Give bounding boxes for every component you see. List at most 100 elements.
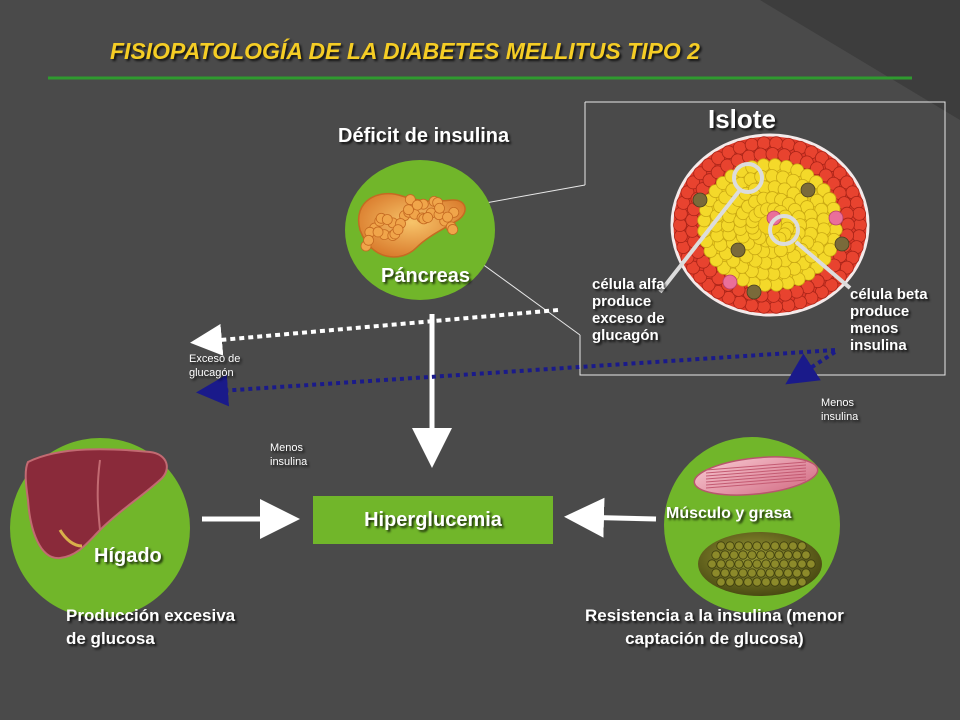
pancreas-lobule: [392, 224, 404, 236]
fat-globule: [770, 577, 780, 587]
background-shade: [760, 0, 960, 120]
delta-cell: [730, 242, 746, 258]
pancreas-lobule: [442, 211, 453, 223]
pancreas-organ: [357, 192, 466, 258]
alpha-cell: [701, 158, 716, 172]
pancreas-lobule: [447, 224, 459, 235]
dashed-arrow-insulin-down: [785, 350, 837, 385]
fat-globule: [761, 577, 771, 587]
arrow-muscle-to-hyperglycemia: [564, 497, 657, 538]
fat-globule: [716, 541, 726, 551]
label-deficit-insulina: Déficit de insulina: [338, 125, 510, 147]
label-celula-beta: célula beta produce menos insulina: [850, 286, 928, 354]
fat-globule: [752, 541, 762, 551]
pancreas-lobule: [372, 226, 384, 238]
fat-globule: [779, 541, 789, 551]
fat-globule: [729, 550, 739, 560]
pancreas-lobule: [411, 199, 423, 211]
fat-globule: [747, 568, 757, 578]
fat-globule: [716, 559, 726, 569]
label-produccion-excesiva: Producción excesiva de glucosa: [66, 606, 236, 648]
pancreas-lobule: [434, 202, 445, 214]
muscle-fiber: [705, 470, 807, 480]
alpha-cell: [777, 148, 792, 163]
fat-globule: [779, 559, 789, 569]
alpha-cell: [809, 161, 824, 176]
fat-globule: [783, 568, 793, 578]
fat-globule: [765, 550, 775, 560]
fat-globule: [720, 568, 730, 578]
fat-globule: [774, 568, 784, 578]
label-musculo-grasa: Músculo y grasa: [666, 505, 792, 522]
fat-globule: [792, 568, 802, 578]
pink-cell: [722, 274, 738, 290]
fat-globule: [801, 568, 811, 578]
fat-globule: [788, 577, 798, 587]
label-higado: Hígado: [94, 545, 162, 567]
fat-globule: [770, 541, 780, 551]
beta-cell-marker: [768, 214, 800, 246]
fat-globule: [783, 550, 793, 560]
alpha-cell: [810, 274, 825, 289]
muscle-fiber: [705, 473, 807, 483]
fat-illustration: [698, 532, 822, 596]
delta-cell: [746, 284, 762, 300]
label-hiperglucemia: Hiperglucemia: [364, 508, 502, 531]
islet-illustration: [658, 133, 870, 317]
label-exceso-glucagon: Exceso de glucagón: [189, 353, 241, 379]
fat-globule: [779, 577, 789, 587]
fat-globule: [752, 577, 762, 587]
fat-globule: [738, 550, 748, 560]
fat-globule: [752, 559, 762, 569]
beta-pointer: [794, 240, 852, 290]
fat-globule: [743, 577, 753, 587]
alpha-cell: [756, 299, 771, 314]
fat-globule: [707, 559, 717, 569]
fat-globule: [747, 550, 757, 560]
hyperglycemia-box: Hiperglucemia: [313, 496, 553, 544]
beta-cell: [823, 242, 838, 257]
fat-globule: [743, 541, 753, 551]
fat-globule: [797, 577, 807, 587]
delta-cell: [834, 236, 850, 252]
pancreas-lobule: [404, 194, 416, 205]
label-pancreas: Páncreas: [381, 265, 470, 287]
fat-globule: [743, 559, 753, 569]
fat-globule: [734, 559, 744, 569]
label-menos-insulina-center: Menos insulina: [270, 442, 308, 468]
pancreas-lobule: [363, 234, 374, 246]
fat-globule: [797, 559, 807, 569]
page-title: FISIOPATOLOGÍA DE LA DIABETES MELLITUS T…: [110, 38, 700, 64]
fat-globule: [725, 577, 735, 587]
fat-globule: [725, 559, 735, 569]
dashed-arrow-glucagon: [190, 308, 559, 356]
alpha-pointer: [658, 188, 742, 294]
alpha-cell: [744, 298, 759, 313]
fat-globule: [774, 550, 784, 560]
delta-cell: [692, 192, 708, 208]
label-menos-insulina-right: Menos insulina: [821, 397, 859, 423]
fat-globule: [711, 550, 721, 560]
dashed-arrow-insulin-left: [196, 348, 836, 407]
fat-globule: [738, 568, 748, 578]
muscle-fiber: [705, 467, 807, 477]
islote-frame: [579, 101, 946, 376]
alpha-cell: [832, 166, 847, 181]
fat-globule: [734, 541, 744, 551]
fat-globule: [788, 541, 798, 551]
fat-globule: [756, 550, 766, 560]
fat-globule: [729, 568, 739, 578]
fat-globule: [725, 541, 735, 551]
pancreas-lobule: [403, 204, 414, 216]
label-islote: Islote: [708, 104, 776, 134]
fat-globule: [788, 559, 798, 569]
fat-globule: [761, 559, 771, 569]
alpha-cell: [711, 151, 725, 165]
label-resistencia-insulina: Resistencia a la insulina (menor captaci…: [585, 606, 844, 648]
fat-globule: [801, 550, 811, 560]
fat-globule: [770, 559, 780, 569]
fat-globule: [765, 568, 775, 578]
delta-cell: [800, 182, 816, 198]
fat-globule: [716, 577, 726, 587]
